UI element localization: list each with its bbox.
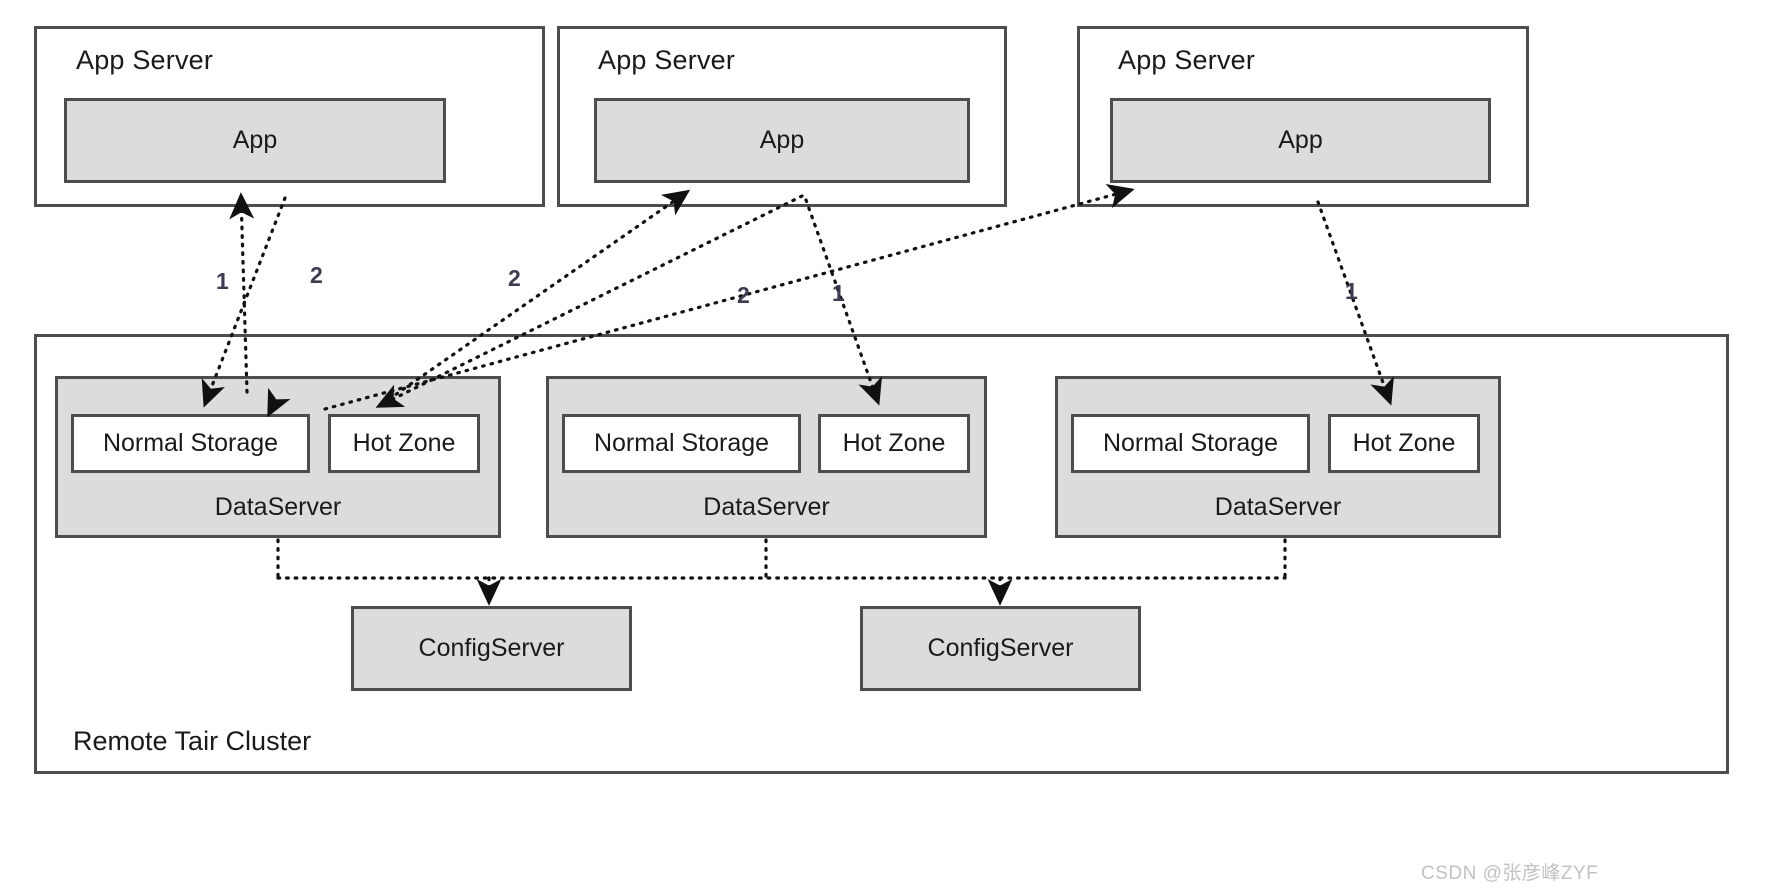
hot-zone-box-3[interactable] xyxy=(1328,414,1480,473)
edge-label-6: 1 xyxy=(1345,278,1358,304)
normal-storage-box-3[interactable] xyxy=(1071,414,1310,473)
config-server-box-2[interactable] xyxy=(860,606,1141,691)
app-box-2[interactable] xyxy=(594,98,970,183)
edge-label-5: 1 xyxy=(832,280,845,306)
app-server-title-1: App Server xyxy=(76,45,214,75)
app-server-title-3: App Server xyxy=(1118,45,1256,75)
hot-zone-box-1[interactable] xyxy=(328,414,480,473)
watermark: CSDN @张彦峰ZYF xyxy=(1421,863,1599,884)
normal-storage-box-1[interactable] xyxy=(71,414,310,473)
app-box-3[interactable] xyxy=(1110,98,1491,183)
app-box-1[interactable] xyxy=(64,98,446,183)
app-server-title-2: App Server xyxy=(598,45,736,75)
hot-zone-box-2[interactable] xyxy=(818,414,970,473)
normal-storage-box-2[interactable] xyxy=(562,414,801,473)
edge-label-4: 2 xyxy=(737,282,750,308)
edge-label-3: 2 xyxy=(508,265,521,291)
remote-tair-cluster-label: Remote Tair Cluster xyxy=(73,726,312,756)
config-server-box-1[interactable] xyxy=(351,606,632,691)
edge-label-1: 1 xyxy=(216,268,229,294)
edge-label-2: 2 xyxy=(310,262,323,288)
